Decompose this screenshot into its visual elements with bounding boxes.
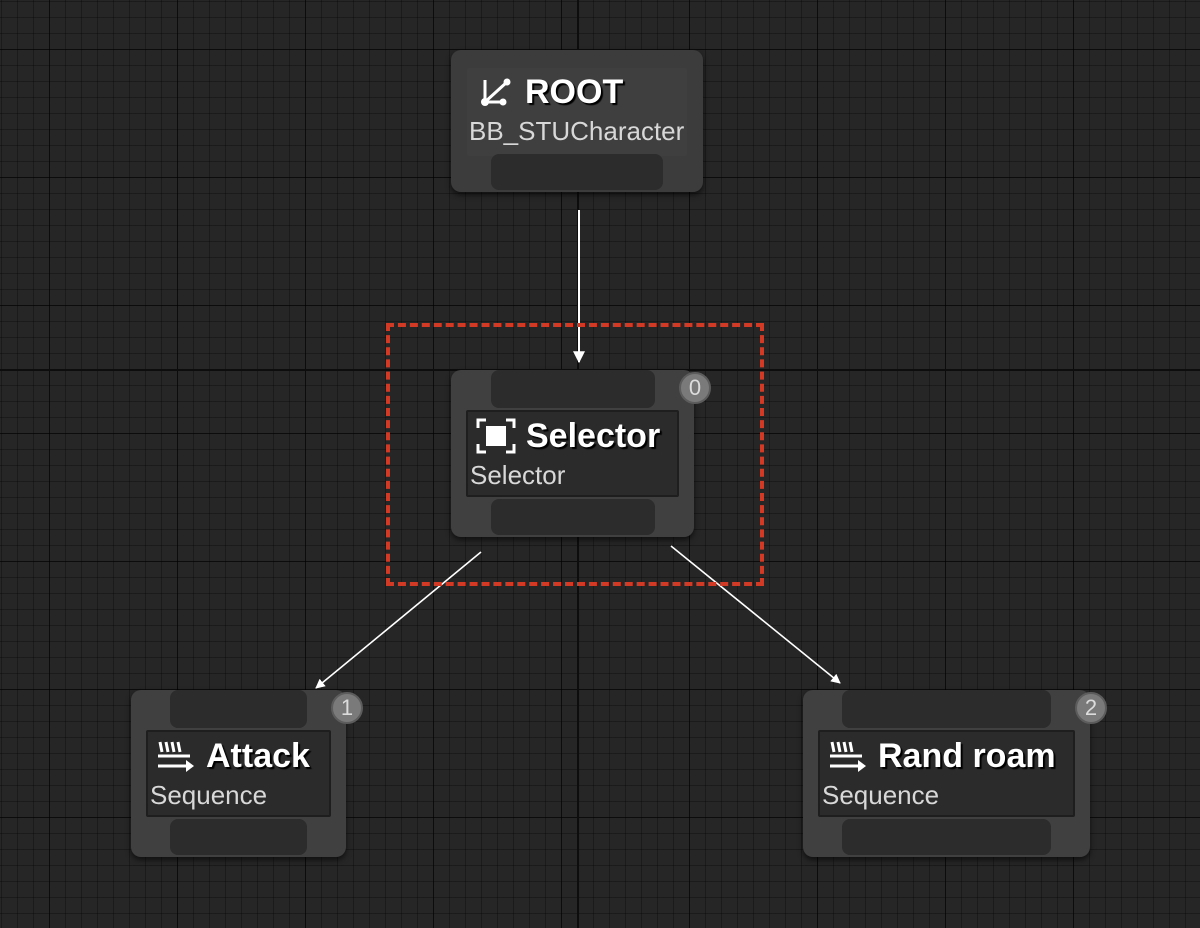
root-node-subtitle: BB_STUCharacter bbox=[469, 116, 685, 146]
rand-roam-output-pin[interactable] bbox=[842, 819, 1051, 855]
selector-node[interactable]: Selector Selector bbox=[451, 370, 694, 537]
rand-roam-node[interactable]: Rand roam Sequence bbox=[803, 690, 1090, 857]
root-node-title: ROOT bbox=[525, 73, 624, 111]
root-node-body: ROOT BB_STUCharacter bbox=[467, 68, 687, 156]
root-branch-icon bbox=[481, 78, 511, 106]
root-node[interactable]: ROOT BB_STUCharacter bbox=[451, 50, 703, 192]
sequence-icon bbox=[830, 741, 866, 772]
attack-node-body: Attack Sequence bbox=[146, 730, 331, 817]
rand-roam-node-body: Rand roam Sequence bbox=[818, 730, 1075, 817]
attack-execution-index-badge: 1 bbox=[331, 692, 363, 724]
selector-node-subtitle: Selector bbox=[470, 460, 566, 490]
attack-node-title: Attack bbox=[206, 737, 310, 775]
rand-roam-node-subtitle: Sequence bbox=[822, 780, 940, 810]
attack-node-subtitle: Sequence bbox=[150, 780, 268, 810]
selector-output-pin[interactable] bbox=[491, 499, 655, 535]
root-output-pin[interactable] bbox=[491, 154, 663, 190]
selector-node-body: Selector Selector bbox=[466, 410, 679, 497]
wire-selector-to-rand-roam bbox=[670, 545, 841, 684]
rand-roam-node-title: Rand roam bbox=[878, 737, 1056, 775]
selector-input-pin[interactable] bbox=[491, 370, 655, 408]
attack-output-pin[interactable] bbox=[170, 819, 307, 855]
rand-roam-input-pin[interactable] bbox=[842, 690, 1051, 728]
rand-roam-execution-index-badge: 2 bbox=[1075, 692, 1107, 724]
attack-node[interactable]: Attack Sequence bbox=[131, 690, 346, 857]
attack-input-pin[interactable] bbox=[170, 690, 307, 728]
selection-highlight-box bbox=[386, 323, 764, 586]
selector-node-title: Selector bbox=[526, 417, 661, 455]
wire-selector-to-attack bbox=[315, 551, 482, 689]
selector-execution-index-badge: 0 bbox=[679, 372, 711, 404]
sequence-icon bbox=[158, 741, 194, 772]
selector-icon bbox=[476, 418, 516, 454]
